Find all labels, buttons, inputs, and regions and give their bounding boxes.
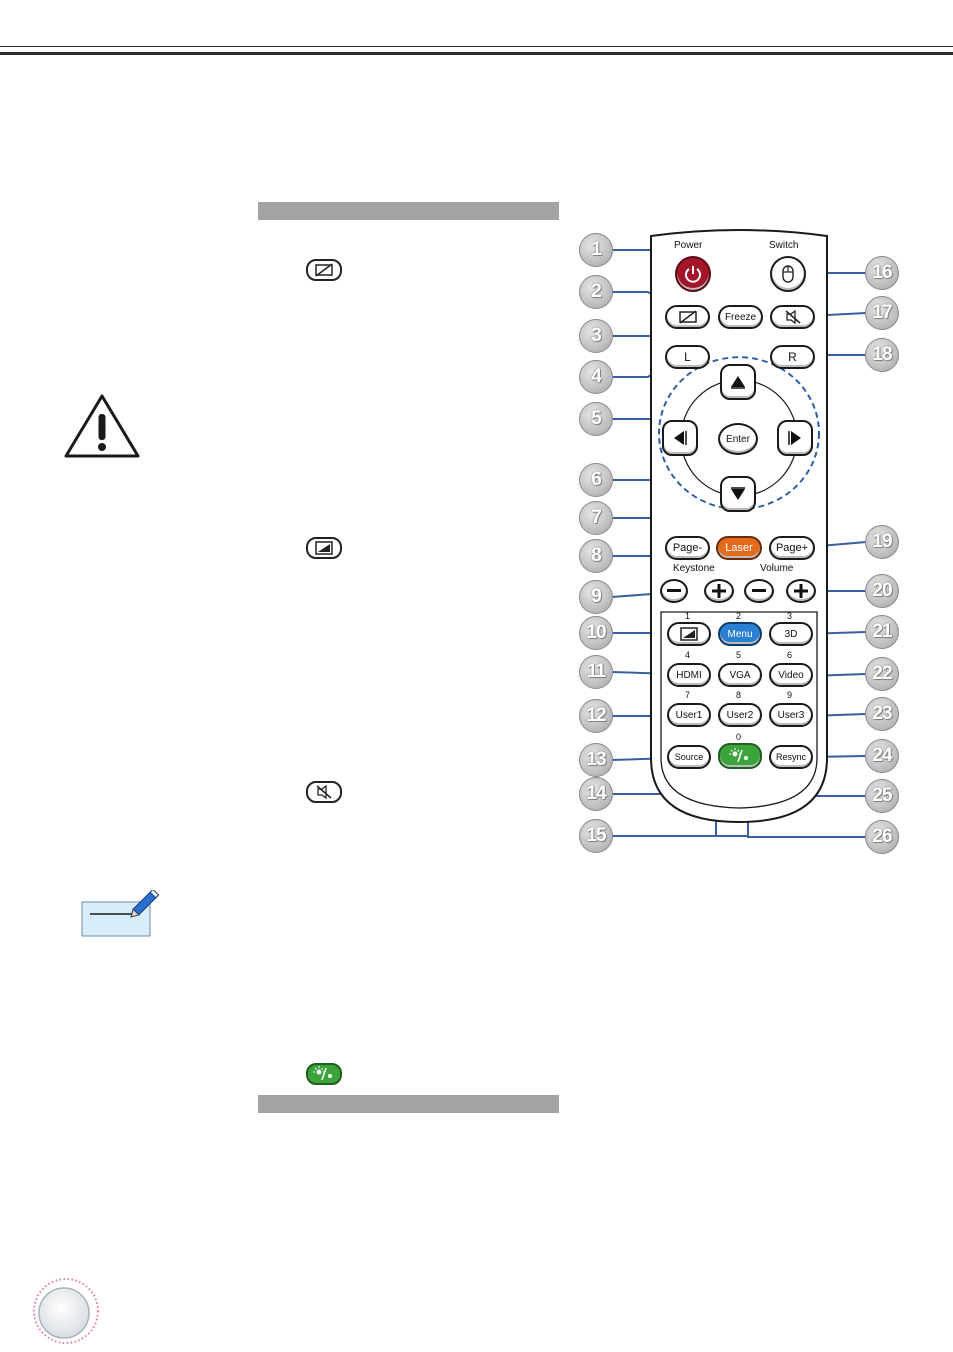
hdmi-button[interactable]: HDMI [667, 663, 711, 687]
brightness-mode-icon [729, 748, 748, 763]
minus-icon [667, 589, 681, 592]
brightness-mode-button[interactable] [718, 743, 762, 769]
plus-icon [712, 584, 726, 598]
digit-label-9: 9 [787, 690, 793, 700]
callout-14: 14 [579, 777, 613, 811]
keystone-label: Keystone [673, 563, 715, 574]
warning-triangle-icon [64, 394, 140, 458]
arrow-right-icon [788, 431, 801, 445]
callout-15: 15 [579, 819, 613, 853]
mute-button[interactable] [770, 305, 815, 329]
callout-25: 25 [865, 779, 899, 813]
aspect-ratio-button[interactable] [667, 622, 711, 646]
callout-26: 26 [865, 820, 899, 854]
user1-button[interactable]: User1 [667, 703, 711, 727]
digit-label-2: 2 [736, 611, 742, 621]
callout-7: 7 [579, 501, 613, 535]
callout-8: 8 [579, 539, 613, 573]
vga-button[interactable]: VGA [718, 663, 762, 687]
resync-button[interactable]: Resync [769, 745, 813, 769]
digit-label-7: 7 [685, 690, 691, 700]
volume-label: Volume [760, 563, 794, 574]
mouse-icon [782, 265, 794, 283]
callout-24: 24 [865, 739, 899, 773]
enter-button[interactable]: Enter [718, 423, 758, 455]
power-icon [685, 266, 701, 283]
user3-button[interactable]: User3 [769, 703, 813, 727]
callout-10: 10 [579, 616, 613, 650]
power-label: Power [674, 240, 703, 251]
callout-21: 21 [865, 615, 899, 649]
callout-4: 4 [579, 360, 613, 394]
right-arrow-button[interactable] [777, 420, 813, 456]
header-rule-thin [0, 46, 953, 47]
table-header-bar [258, 202, 559, 220]
arrow-down-icon [731, 487, 745, 500]
digit-label-8: 8 [736, 690, 742, 700]
blank-screen-icon [678, 310, 697, 324]
digit-label-3: 3 [787, 611, 793, 621]
callout-1: 1 [579, 233, 613, 267]
callout-23: 23 [865, 697, 899, 731]
callout-19: 19 [865, 525, 899, 559]
up-arrow-button[interactable] [720, 364, 756, 400]
volume-minus-button[interactable] [744, 579, 774, 603]
callout-17: 17 [865, 296, 899, 330]
page-number-badge-icon [33, 1278, 99, 1344]
header-rule-thick [0, 52, 953, 55]
table-footer-bar [258, 1095, 559, 1113]
keystone-minus-button[interactable] [660, 579, 688, 603]
source-button[interactable]: Source [667, 745, 711, 769]
mouse-right-button[interactable]: R [770, 345, 815, 369]
switch-label: Switch [769, 240, 799, 251]
keystone-plus-button[interactable] [704, 579, 734, 603]
speaker-mute-icon [785, 309, 800, 325]
power-button[interactable] [675, 256, 711, 292]
blank-screen-icon [306, 259, 342, 281]
video-button[interactable]: Video [769, 663, 813, 687]
down-arrow-button[interactable] [720, 476, 756, 512]
digit-label-6: 6 [787, 650, 793, 660]
plus-icon [794, 584, 808, 598]
digit-label-1: 1 [685, 611, 691, 621]
volume-plus-button[interactable] [786, 579, 816, 603]
laser-button[interactable]: Laser [716, 536, 762, 560]
note-pencil-icon [81, 890, 160, 937]
arrow-left-icon [674, 431, 687, 445]
freeze-button[interactable]: Freeze [718, 305, 763, 329]
digit-label-5: 5 [736, 650, 742, 660]
callout-13: 13 [579, 743, 613, 777]
callout-5: 5 [579, 402, 613, 436]
callout-12: 12 [579, 699, 613, 733]
callout-6: 6 [579, 463, 613, 497]
callout-2: 2 [579, 275, 613, 309]
left-arrow-button[interactable] [662, 420, 698, 456]
callout-3: 3 [579, 319, 613, 353]
digit-label-0: 0 [736, 732, 742, 742]
user2-button[interactable]: User2 [718, 703, 762, 727]
callout-9: 9 [579, 580, 613, 614]
aspect-ratio-icon [306, 537, 342, 559]
av-mute-button[interactable] [665, 305, 710, 329]
3d-button[interactable]: 3D [769, 622, 813, 646]
arrow-up-icon [731, 376, 745, 389]
page-down-button[interactable]: Page- [665, 536, 710, 560]
mouse-left-button[interactable]: L [665, 345, 710, 369]
minus-icon [752, 589, 766, 592]
callout-11: 11 [579, 655, 613, 689]
callout-18: 18 [865, 338, 899, 372]
speaker-mute-icon [306, 781, 342, 803]
callout-20: 20 [865, 574, 899, 608]
callout-16: 16 [865, 256, 899, 290]
page-up-button[interactable]: Page+ [769, 536, 815, 560]
brightness-mode-icon [306, 1063, 342, 1085]
switch-button[interactable] [770, 256, 806, 292]
menu-button[interactable]: Menu [718, 622, 762, 646]
digit-label-4: 4 [685, 650, 691, 660]
callout-22: 22 [865, 657, 899, 691]
aspect-ratio-icon [680, 627, 698, 641]
